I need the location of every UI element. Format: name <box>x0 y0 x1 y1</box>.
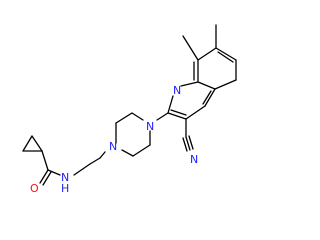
bond <box>180 81 199 87</box>
bond <box>131 112 144 121</box>
bond <box>170 109 187 116</box>
bond <box>156 112 169 121</box>
bond <box>185 105 206 120</box>
bond <box>188 135 194 150</box>
bonds <box>22 24 237 186</box>
bond <box>202 90 212 105</box>
bond <box>197 47 217 61</box>
bond <box>185 136 191 151</box>
bond <box>197 81 216 90</box>
bond <box>42 171 52 186</box>
piperazine-nitrogen-2-label: N <box>146 120 154 133</box>
bond <box>204 88 216 107</box>
bond <box>22 135 33 152</box>
bond <box>39 169 49 184</box>
bond <box>31 135 43 152</box>
bond <box>182 137 188 152</box>
bond <box>41 150 49 171</box>
bond <box>167 95 174 114</box>
bond <box>89 157 101 165</box>
bond <box>217 51 234 63</box>
bond <box>73 163 91 176</box>
bond <box>214 79 237 90</box>
bond <box>167 112 187 120</box>
amide-hydrogen-label: H <box>61 182 69 195</box>
bond <box>99 151 106 159</box>
bond <box>47 169 61 176</box>
piperazine-nitrogen-1-label: N <box>109 140 117 153</box>
bond <box>132 144 151 157</box>
bond <box>215 47 237 61</box>
chemical-structure: O N H N N N N <box>22 24 237 195</box>
quinoline-nitrogen-label: N <box>173 84 181 97</box>
nitrile-nitrogen-label: N <box>190 153 198 166</box>
bond <box>182 35 199 61</box>
bond <box>115 112 133 124</box>
amide-nitrogen-label: N <box>61 171 69 184</box>
oxygen-atom-label: O <box>30 182 39 195</box>
bond <box>121 149 134 157</box>
